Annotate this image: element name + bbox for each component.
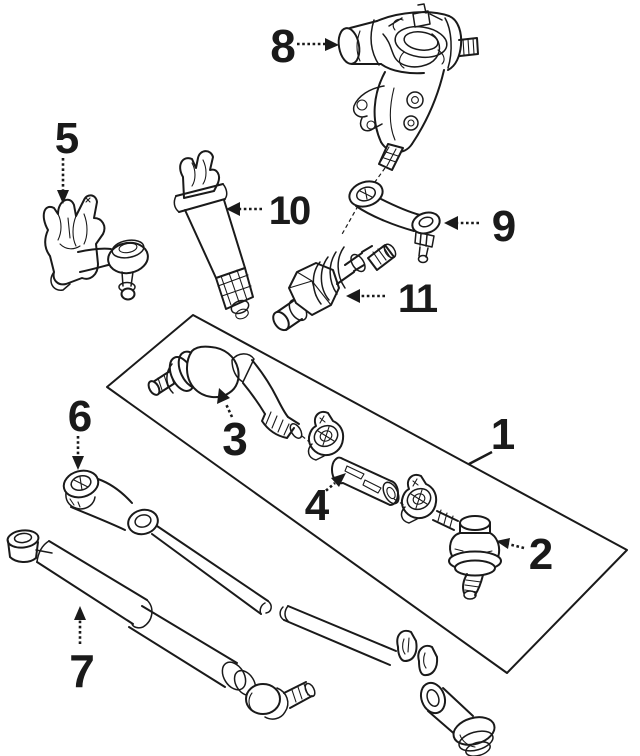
callout-2-number: 2 xyxy=(529,530,552,579)
callout-3: 3 xyxy=(217,388,248,465)
callout-7-number: 7 xyxy=(69,645,93,697)
steering-damper xyxy=(6,529,316,720)
callout-11-number: 11 xyxy=(398,277,438,321)
outer-tie-rod-end xyxy=(432,509,502,600)
callout-8: 8 xyxy=(270,20,339,72)
callout-11: 11 xyxy=(346,277,440,321)
callout-1: 1 xyxy=(468,410,517,466)
callout-10-number: 10 xyxy=(269,189,310,233)
callout-9: 9 xyxy=(444,202,517,251)
callout-6: 6 xyxy=(68,392,93,470)
callout-5-number: 5 xyxy=(55,114,79,163)
panel-outline xyxy=(106,314,628,674)
callout-10: 10 xyxy=(226,189,312,233)
tie-rod-clamp-rear xyxy=(393,473,438,524)
callout-5: 5 xyxy=(55,114,81,204)
callout-1-leader xyxy=(468,450,493,466)
worm-shaft xyxy=(272,243,397,332)
callout-4: 4 xyxy=(305,473,346,530)
pitman-arm xyxy=(348,180,441,264)
callout-1-number: 1 xyxy=(491,410,515,459)
callout-3-number: 3 xyxy=(222,413,246,465)
adjusting-tube xyxy=(331,456,400,506)
callout-4-number: 4 xyxy=(305,481,330,530)
callout-8-number: 8 xyxy=(270,20,295,72)
inner-tie-rod-end xyxy=(147,345,313,445)
relay-rod xyxy=(62,469,496,756)
tie-rod-clamp-front xyxy=(307,410,345,461)
callout-2: 2 xyxy=(496,530,554,579)
steering-gear-assembly xyxy=(337,3,479,237)
callout-7: 7 xyxy=(69,606,95,697)
callout-9-number: 9 xyxy=(492,202,515,251)
steering-main-shaft xyxy=(173,150,254,320)
idler-arm-assembly xyxy=(42,194,149,301)
callout-6-number: 6 xyxy=(68,392,91,441)
callout-3-arrow xyxy=(224,403,234,418)
callout-2-arrow xyxy=(507,542,525,550)
